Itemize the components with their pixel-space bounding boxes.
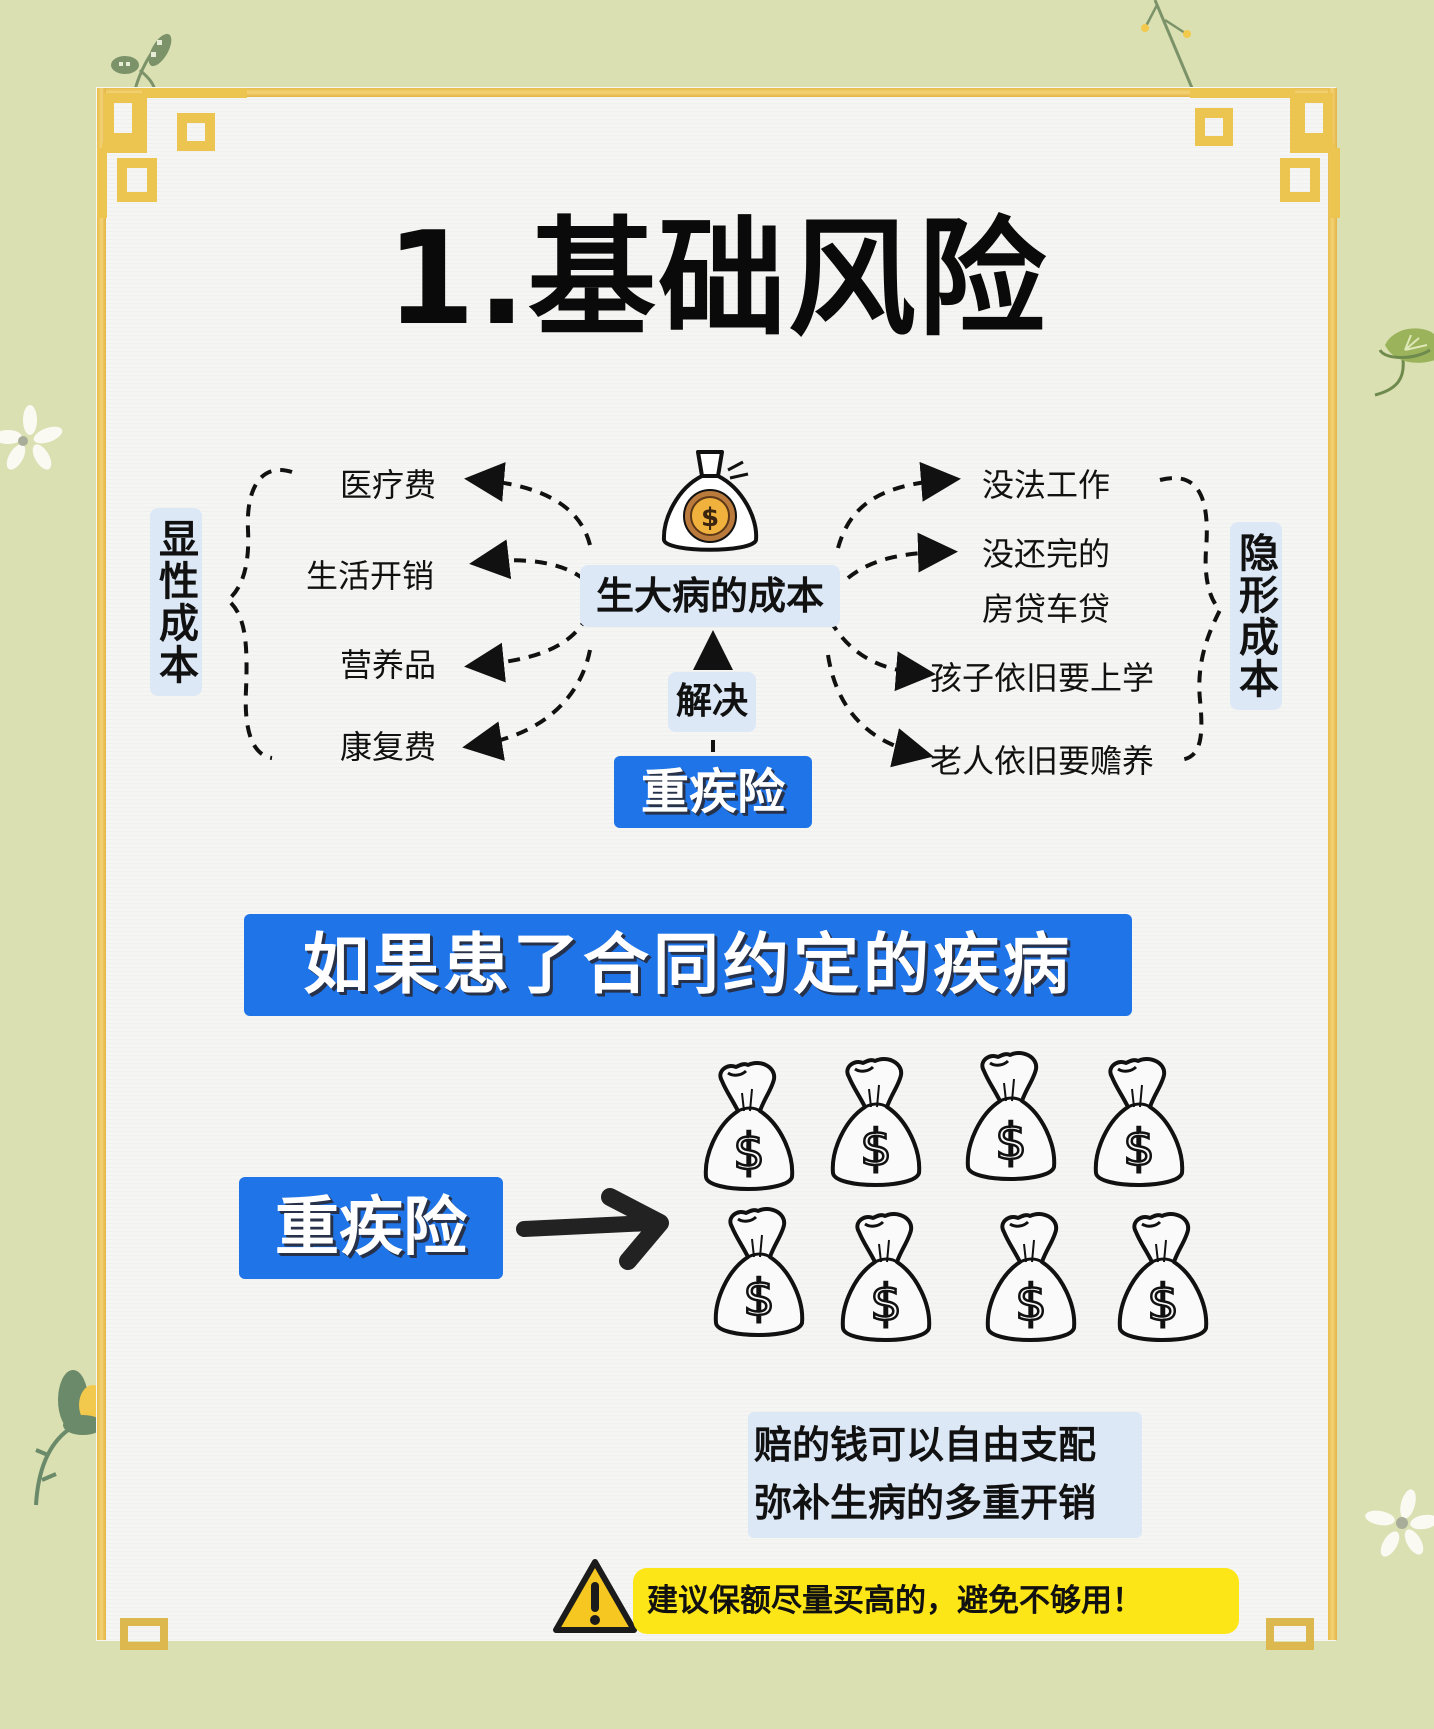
warning-banner: 建议保额尽量买高的，避免不够用！ <box>633 1568 1239 1634</box>
corner-ornament-bottom-left <box>120 1618 168 1650</box>
right-item-unpaid-1: 没还完的 <box>982 535 1111 573</box>
sprout-leaf-icon <box>111 33 172 91</box>
warning-text: 建议保额尽量买高的，避免不够用！ <box>647 1583 1143 1619</box>
benefit-text-box: 赔的钱可以自由支配 弥补生病的多重开销 <box>748 1412 1142 1538</box>
benefit-line-2: 弥补生病的多重开销 <box>754 1481 1097 1525</box>
critical-illness-insurance-badge: 重疾险 <box>614 756 812 828</box>
svg-text:$: $ <box>701 503 719 533</box>
right-item-unpaid-2: 房贷车贷 <box>982 590 1111 628</box>
left-item-nutrition: 营养品 <box>340 646 437 684</box>
left-item-rehab: 康复费 <box>340 728 437 766</box>
condition-banner: 如果患了合同约定的疾病 <box>244 914 1132 1016</box>
right-item-children: 孩子依旧要上学 <box>930 659 1155 697</box>
hidden-cost-label: 隐形成本 <box>1230 522 1282 710</box>
white-flower-icon <box>0 405 63 470</box>
warning-triangle-icon <box>553 1559 637 1633</box>
right-item-elderly: 老人依旧要赡养 <box>930 742 1155 780</box>
corner-ornament-top-left <box>97 88 247 218</box>
product-badge: 重疾险 <box>239 1177 503 1279</box>
money-bag-coin-icon: $ <box>661 450 759 552</box>
content-card <box>97 88 1335 1640</box>
benefit-line-1: 赔的钱可以自由支配 <box>754 1423 1097 1467</box>
gold-frame-left <box>97 88 106 1640</box>
white-flower-icon <box>1365 1489 1434 1557</box>
diagram-connectors <box>224 461 1223 768</box>
center-cost-label: 生大病的成本 <box>580 565 840 627</box>
clover-leaf-icon <box>1374 328 1434 397</box>
left-item-living: 生活开销 <box>306 557 435 595</box>
right-item-no-work: 没法工作 <box>982 466 1111 504</box>
gold-frame-top <box>97 88 1337 97</box>
corner-ornament-bottom-right <box>1266 1618 1314 1650</box>
explicit-cost-label: 显性成本 <box>150 508 202 696</box>
money-bags-grid: $ <box>703 1050 1209 1342</box>
left-item-medical: 医疗费 <box>340 466 437 504</box>
gold-frame-right <box>1328 88 1337 1640</box>
solve-label: 解决 <box>668 672 756 732</box>
yellow-bud-flower-icon <box>34 1370 107 1506</box>
arrow-right-icon <box>516 1188 669 1270</box>
branch-icon <box>1141 0 1194 89</box>
corner-ornament-top-right <box>1190 88 1340 218</box>
page-title: 1.基础风险 <box>386 205 1048 354</box>
